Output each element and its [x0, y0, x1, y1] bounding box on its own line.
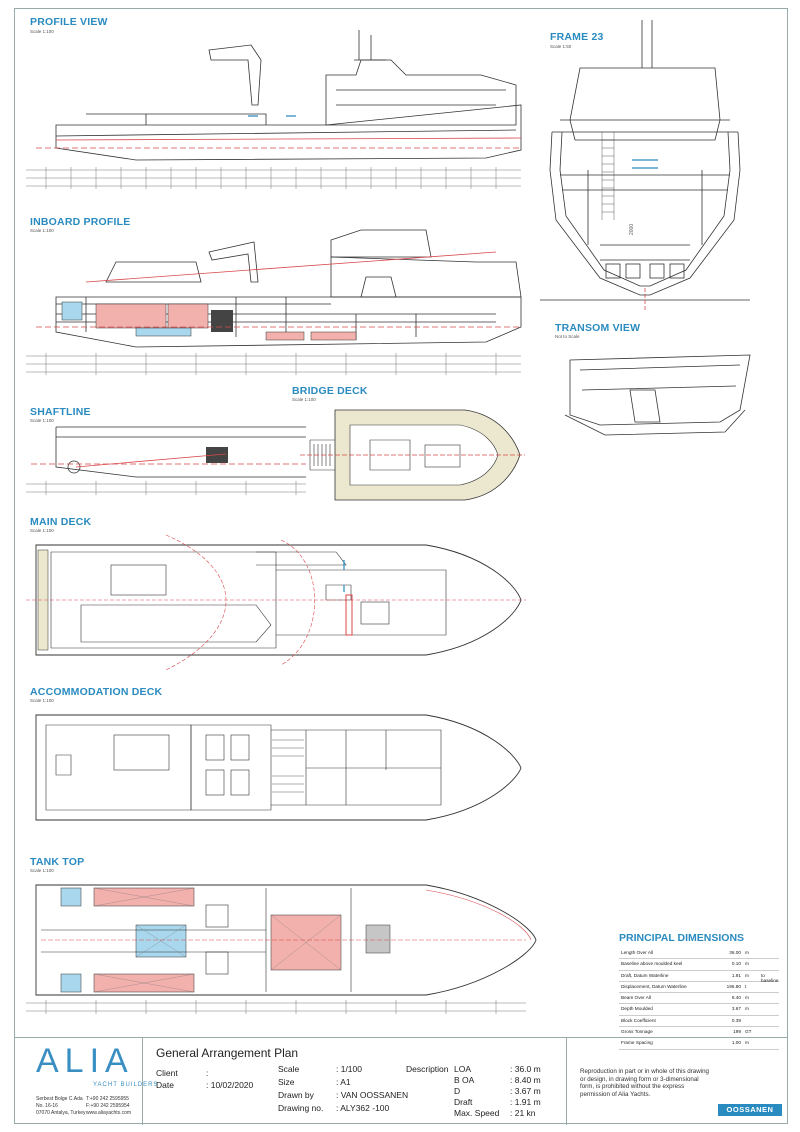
divider — [566, 1038, 567, 1125]
spec-value: : 36.0 m — [510, 1064, 541, 1074]
spec-value: : 1.91 m — [510, 1097, 541, 1107]
frame23-dimension: 2000 — [629, 224, 635, 235]
spec-value: : 21 kn — [510, 1108, 536, 1118]
divider — [142, 1038, 143, 1125]
inboard-profile-scale: Scale 1:100 — [30, 228, 54, 233]
alia-logo: ALIA — [36, 1042, 134, 1080]
client-value: : — [206, 1068, 209, 1078]
drawing-no-value: : ALY362 -100 — [336, 1103, 390, 1113]
spec-value: : 3.67 m — [510, 1086, 541, 1096]
size-value: : A1 — [336, 1077, 351, 1087]
main-deck-drawing — [26, 534, 526, 671]
size-label: Size — [278, 1077, 295, 1087]
oossanen-logo: OOSSANEN — [718, 1104, 782, 1116]
description-label: Description — [406, 1064, 449, 1074]
shaftline-title: SHAFTLINE — [30, 406, 91, 418]
drawn-by-value: : VAN OOSSANEN — [336, 1090, 409, 1100]
address-block: Serbest Bolge C.Ada No. 16-16 07070 Anta… — [36, 1096, 86, 1116]
bridge-deck-scale: Scale 1:100 — [292, 397, 316, 402]
tank-top-title: TANK TOP — [30, 856, 85, 868]
drawn-by-label: Drawn by — [278, 1090, 314, 1100]
date-label: Date — [156, 1080, 174, 1090]
copyright-note: Reproduction in part or in whole of this… — [580, 1068, 709, 1098]
scale-label: Scale — [278, 1064, 300, 1074]
shaftline-scale: Scale 1:100 — [30, 418, 54, 423]
accommodation-deck-title: ACCOMMODATION DECK — [30, 686, 163, 698]
spec-label: LOA — [454, 1064, 472, 1074]
contact-block: T:+90 242 2595955 F:+90 242 2595954 www.… — [86, 1096, 132, 1116]
frame23-drawing: 2000 — [540, 20, 750, 310]
spec-label: B OA — [454, 1075, 475, 1085]
drawing-border — [14, 8, 788, 1124]
spec-value: : 8.40 m — [510, 1075, 541, 1085]
spec-label: Max. Speed — [454, 1108, 500, 1118]
transom-view-scale: Not to Scale — [555, 334, 580, 339]
profile-view-scale: Scale 1:100 — [30, 29, 54, 34]
inboard-profile-title: INBOARD PROFILE — [30, 216, 131, 228]
spec-label: Draft — [454, 1097, 473, 1107]
profile-view-drawing — [26, 30, 522, 189]
date-value: : 10/02/2020 — [206, 1080, 254, 1090]
transom-view-title: TRANSOM VIEW — [555, 322, 641, 334]
logo-subtitle: YACHT BUILDERS — [93, 1082, 159, 1088]
transom-view-drawing — [564, 354, 751, 436]
profile-view-title: PROFILE VIEW — [30, 16, 108, 28]
inboard-profile-drawing — [26, 229, 522, 375]
drawing-no-label: Drawing no. — [278, 1103, 324, 1113]
main-deck-title: MAIN DECK — [30, 516, 92, 528]
frame23-scale: Scale 1:50 — [550, 44, 572, 49]
principal-dimensions-title: PRINCIPAL DIMENSIONS — [619, 932, 745, 944]
title-block: ALIA YACHT BUILDERS Serbest Bolge C.Ada … — [14, 1037, 788, 1125]
spec-label: D — [454, 1086, 461, 1096]
tank-top-drawing — [26, 884, 537, 1014]
scale-value: : 1/100 — [336, 1064, 362, 1074]
main-deck-scale: Scale 1:100 — [30, 528, 54, 533]
frame23-title: FRAME 23 — [550, 31, 604, 43]
shaftline-drawing — [26, 426, 306, 495]
tank-top-scale: Scale 1:100 — [30, 868, 54, 873]
bridge-deck-title: BRIDGE DECK — [292, 385, 368, 397]
accommodation-deck-scale: Scale 1:100 — [30, 698, 54, 703]
bridge-deck-drawing — [300, 409, 525, 501]
accommodation-deck-drawing — [35, 714, 522, 821]
drawing-heading: General Arrangement Plan — [156, 1046, 299, 1060]
client-label: Client — [156, 1068, 178, 1078]
